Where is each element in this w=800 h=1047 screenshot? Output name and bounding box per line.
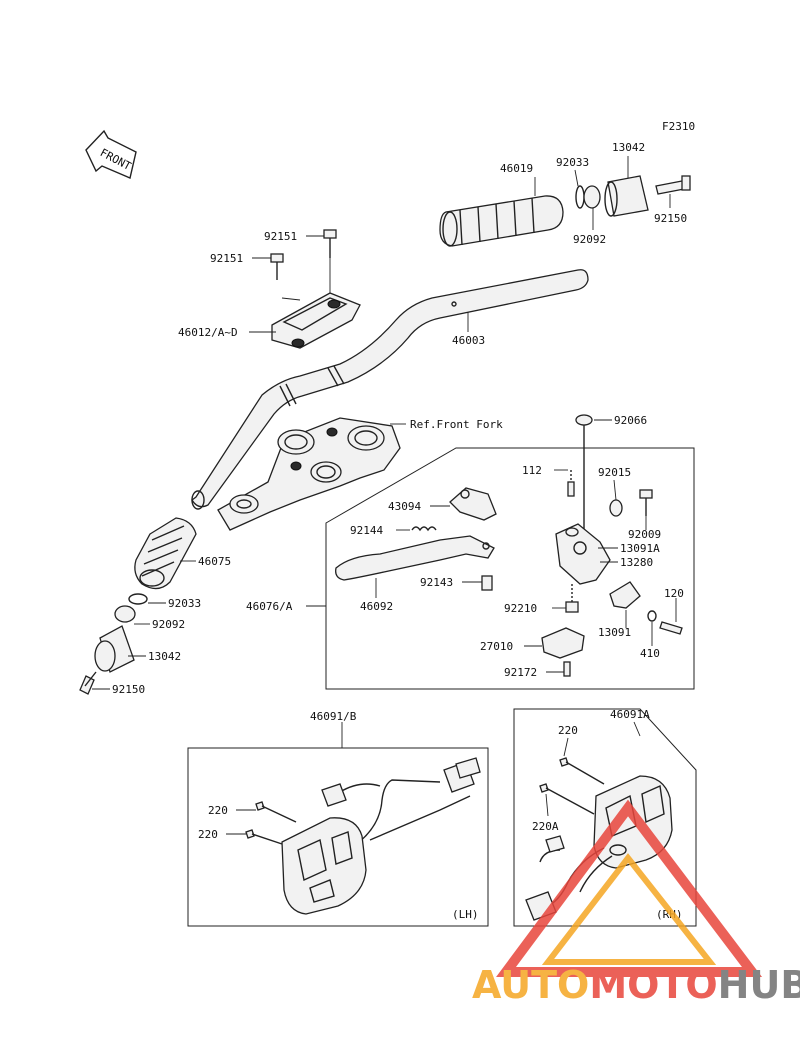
label-92033-top: 92033 — [556, 156, 589, 169]
label-ref-front-fork: Ref.Front Fork — [410, 418, 503, 431]
lh-switch-box — [187, 747, 489, 927]
label-92092-left: 92092 — [152, 618, 185, 631]
label-92150-top: 92150 — [654, 212, 687, 225]
label-92172: 92172 — [504, 666, 537, 679]
label-13091A: 13091A — [620, 542, 660, 555]
label-13091: 13091 — [598, 626, 631, 639]
rh-switch-box — [513, 708, 697, 927]
label-92144: 92144 — [350, 524, 383, 537]
watermark-auto: AUTO — [472, 963, 589, 1007]
watermark-moto: MOTO — [589, 963, 717, 1007]
left-grip-assembly — [79, 517, 197, 695]
label-92066: 92066 — [614, 414, 647, 427]
label-220-lh-1: 220 — [208, 804, 228, 817]
right-grip-assembly — [439, 175, 691, 247]
label-46003: 46003 — [452, 334, 485, 347]
svg-text:AUTOMOTOHUB: AUTOMOTOHUB — [472, 963, 800, 1007]
label-410: 410 — [640, 647, 660, 660]
label-13280: 13280 — [620, 556, 653, 569]
bolts-92151 — [252, 229, 337, 295]
front-arrow-icon: FRONT — [85, 129, 137, 179]
label-112: 112 — [522, 464, 542, 477]
label-92092-top: 92092 — [573, 233, 606, 246]
label-220-lh-2: 220 — [198, 828, 218, 841]
label-92009: 92009 — [628, 528, 661, 541]
label-46075: 46075 — [198, 555, 231, 568]
label-46076: 46076/A — [246, 600, 293, 613]
lh-switch-housing — [226, 757, 481, 915]
watermark-logo: AUTOMOTOHUB — [472, 799, 800, 1007]
label-92151-b: 92151 — [210, 252, 243, 265]
watermark-hub: HUB — [718, 963, 800, 1007]
triple-clamp — [217, 417, 406, 531]
label-220A: 220A — [532, 820, 559, 833]
figure-code: F2310 — [662, 120, 695, 133]
label-13042-top: 13042 — [612, 141, 645, 154]
label-92015: 92015 — [598, 466, 631, 479]
label-92143: 92143 — [420, 576, 453, 589]
clutch-lever-box — [325, 447, 695, 690]
label-13042-left: 13042 — [148, 650, 181, 663]
label-46012: 46012/A~D — [178, 326, 238, 339]
label-46091A: 46091A — [610, 708, 650, 721]
label-120: 120 — [664, 587, 684, 600]
label-220-rh: 220 — [558, 724, 578, 737]
label-27010: 27010 — [480, 640, 513, 653]
label-43094: 43094 — [388, 500, 421, 513]
label-92033-left: 92033 — [168, 597, 201, 610]
watermark-triangle-icon — [496, 799, 763, 977]
label-46091B: 46091/B — [310, 710, 357, 723]
label-92150-left: 92150 — [112, 683, 145, 696]
label-46019: 46019 — [500, 162, 533, 175]
label-92151-a: 92151 — [264, 230, 297, 243]
leaders-top-right — [534, 156, 671, 230]
label-lh: (LH) — [452, 908, 479, 921]
label-92210: 92210 — [504, 602, 537, 615]
handlebar-clamp — [249, 292, 361, 349]
label-46092: 46092 — [360, 600, 393, 613]
clutch-lever-parts — [335, 414, 683, 677]
handlebar — [191, 269, 589, 510]
